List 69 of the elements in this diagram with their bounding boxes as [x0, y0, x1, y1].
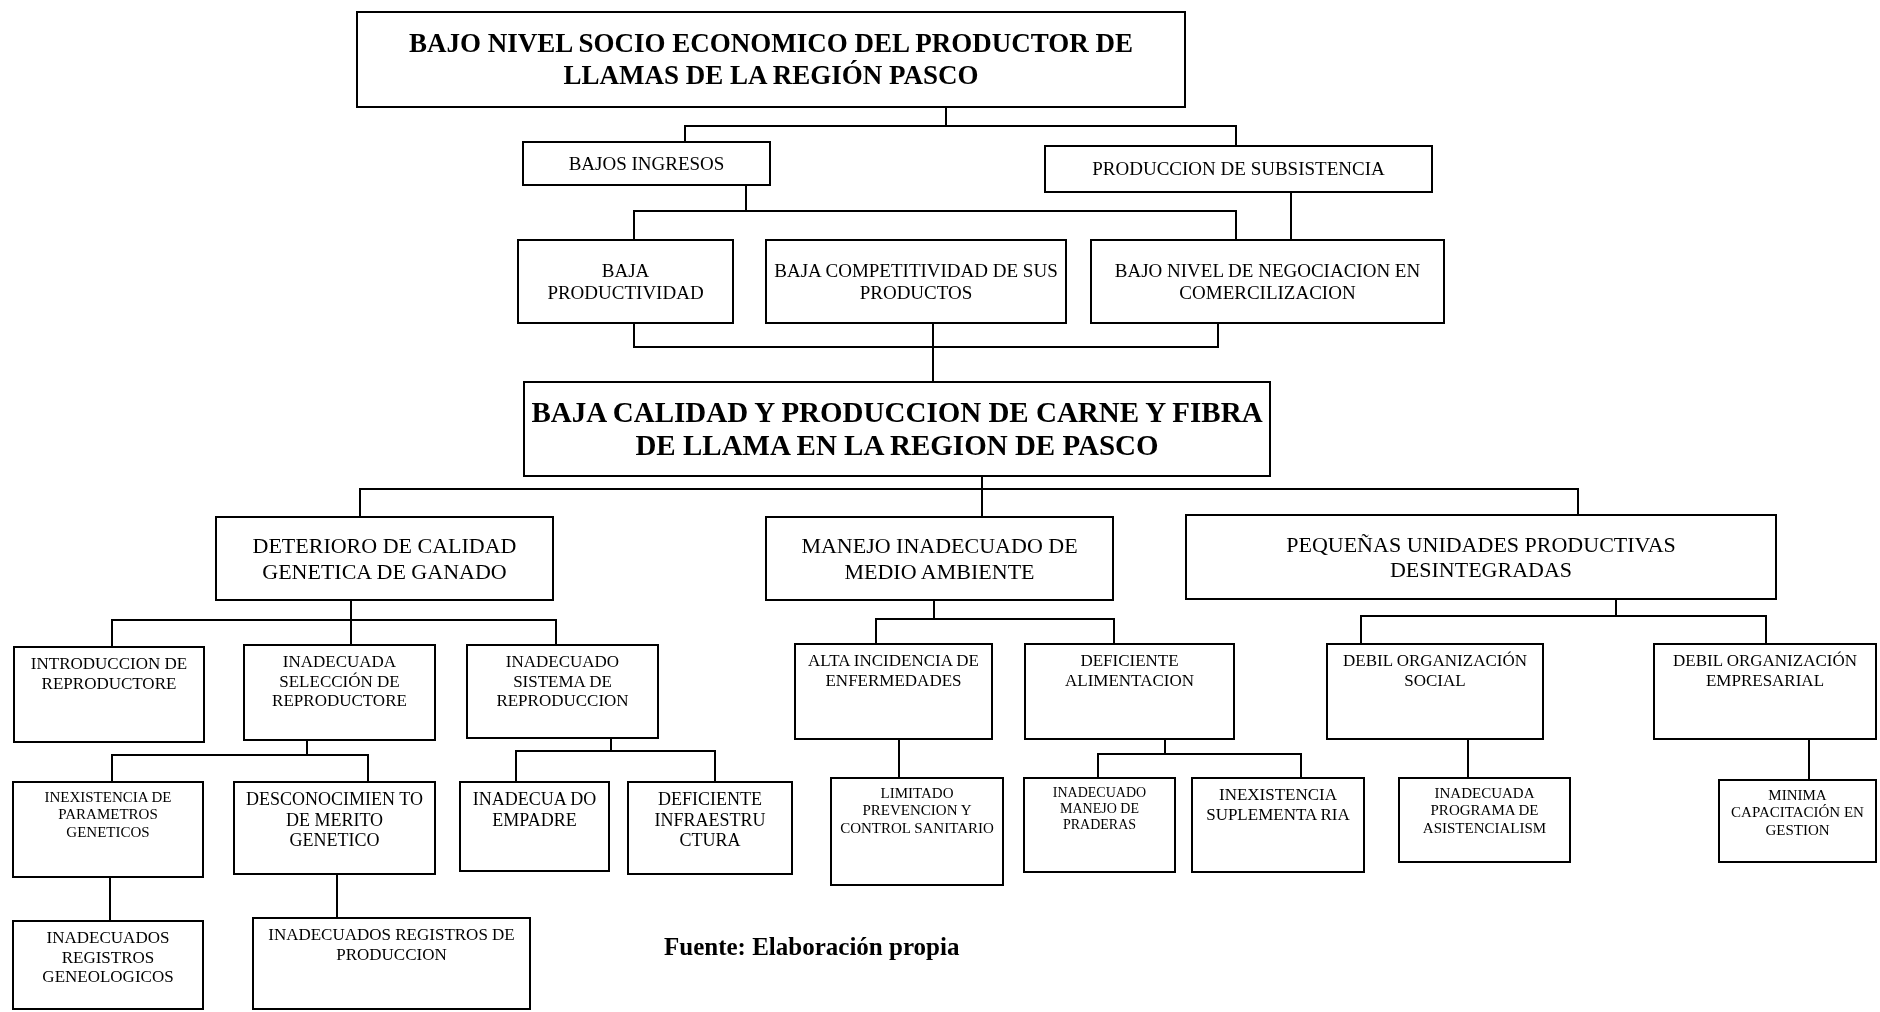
- cause-box: [1024, 643, 1235, 740]
- cause-box: [794, 643, 993, 740]
- box-text: PEQUEÑAS UNIDADES PRODUCTIVAS DESINTEGRADAS: [1285, 531, 1677, 583]
- box-text: DESCONOCIMIEN TO DE MERITO GENETICO: [245, 789, 424, 852]
- box-text: INADECUADO MANEJO DE PRADERAS: [1051, 785, 1148, 834]
- cause-box: [627, 781, 793, 875]
- cause-box: [1718, 779, 1877, 863]
- cause-box: [1398, 777, 1571, 863]
- cause-box: [243, 644, 436, 741]
- connector-line: [350, 600, 557, 645]
- box-text: INADECUADO SISTEMA DE REPRODUCCION: [495, 652, 630, 711]
- cause-box: [523, 381, 1271, 477]
- cause-box: [1185, 514, 1777, 600]
- cause-box: [1090, 239, 1445, 324]
- connector-line: [109, 877, 111, 921]
- cause-box: [765, 516, 1114, 601]
- box-text: MINIMA CAPACITACIÓN EN GESTION: [1730, 787, 1865, 839]
- cause-box: [1653, 643, 1877, 740]
- cause-box: [1044, 145, 1433, 193]
- box-text: ALTA INCIDENCIA DE ENFERMEDADES: [807, 651, 980, 691]
- cause-box: [830, 777, 1004, 886]
- box-text: PRODUCCION DE SUBSISTENCIA: [1092, 158, 1385, 180]
- box-text: INEXISTENCIA DE PARAMETROS GENETICOS: [43, 789, 173, 841]
- box-text: INTRODUCCION DE REPRODUCTORE: [29, 654, 189, 694]
- box-text: DEFICIENTE INFRAESTRU CTURA: [653, 789, 767, 852]
- cause-box: [215, 516, 554, 601]
- cause-box: [765, 239, 1067, 324]
- cause-box: [356, 11, 1186, 108]
- connector-line: [945, 107, 1237, 146]
- box-text: INADECUADOS REGISTROS DE PRODUCCION: [267, 925, 516, 965]
- box-text: BAJOS INGRESOS: [568, 152, 725, 175]
- box-text: INEXISTENCIA SUPLEMENTA RIA: [1205, 785, 1351, 825]
- connector-line: [1467, 739, 1469, 778]
- box-text: DETERIORO DE CALIDAD GENETICA DE GANADO: [251, 533, 518, 584]
- cause-box: [466, 644, 659, 739]
- source-note: Fuente: Elaboración propia: [664, 933, 960, 961]
- box-text: MANEJO INADECUADO DE MEDIO AMBIENTE: [800, 533, 1079, 584]
- box-text: INADECUADA SELECCIÓN DE REPRODUCTORE: [271, 652, 408, 711]
- cause-box: [12, 781, 204, 878]
- connector-line: [336, 874, 338, 918]
- cause-box: [517, 239, 734, 324]
- box-text: DEBIL ORGANIZACIÓN SOCIAL: [1342, 651, 1528, 691]
- connector-line: [898, 739, 900, 778]
- box-text: LIMITADO PREVENCION Y CONTROL SANITARIO: [839, 785, 995, 837]
- connector-line: [1615, 599, 1767, 644]
- cause-box: [522, 141, 771, 186]
- connector-line: [1808, 739, 1810, 780]
- box-text: DEBIL ORGANIZACIÓN EMPRESARIAL: [1672, 651, 1858, 691]
- connector-line: [933, 600, 1115, 644]
- box-text: BAJA CALIDAD Y PRODUCCION DE CARNE Y FIBRA DE LLAMA EN LA REGION DE PASCO: [531, 395, 1263, 463]
- cause-box: [459, 781, 610, 872]
- box-text: INADECUADA PROGRAMA DE ASISTENCIALISM: [1421, 785, 1548, 837]
- box-text: BAJO NIVEL SOCIO ECONOMICO DEL PRODUCTOR DE LLAMAS DE LA REGIÓN PASCO: [407, 28, 1135, 91]
- connector-line: [932, 323, 1219, 382]
- cause-box: [12, 920, 204, 1010]
- box-text: BAJO NIVEL DE NEGOCIACION EN COMERCILIZACION: [1113, 259, 1422, 304]
- connector-line: [1290, 192, 1292, 240]
- cause-box: [252, 917, 531, 1010]
- cause-box: [13, 646, 205, 743]
- box-text: INADECUA DO EMPADRE: [471, 789, 598, 831]
- cause-box: [1023, 777, 1176, 873]
- box-text: DEFICIENTE ALIMENTACION: [1064, 651, 1195, 691]
- box-text: BAJA PRODUCTIVIDAD: [546, 259, 705, 304]
- box-text: BAJA COMPETITIVIDAD DE SUS PRODUCTOS: [773, 259, 1059, 304]
- connector-line: [610, 738, 716, 782]
- cause-box: [1326, 643, 1544, 740]
- box-text: INADECUADOS REGISTROS GENEOLOGICOS: [41, 928, 175, 987]
- cause-box: [233, 781, 436, 875]
- cause-box: [1191, 777, 1365, 873]
